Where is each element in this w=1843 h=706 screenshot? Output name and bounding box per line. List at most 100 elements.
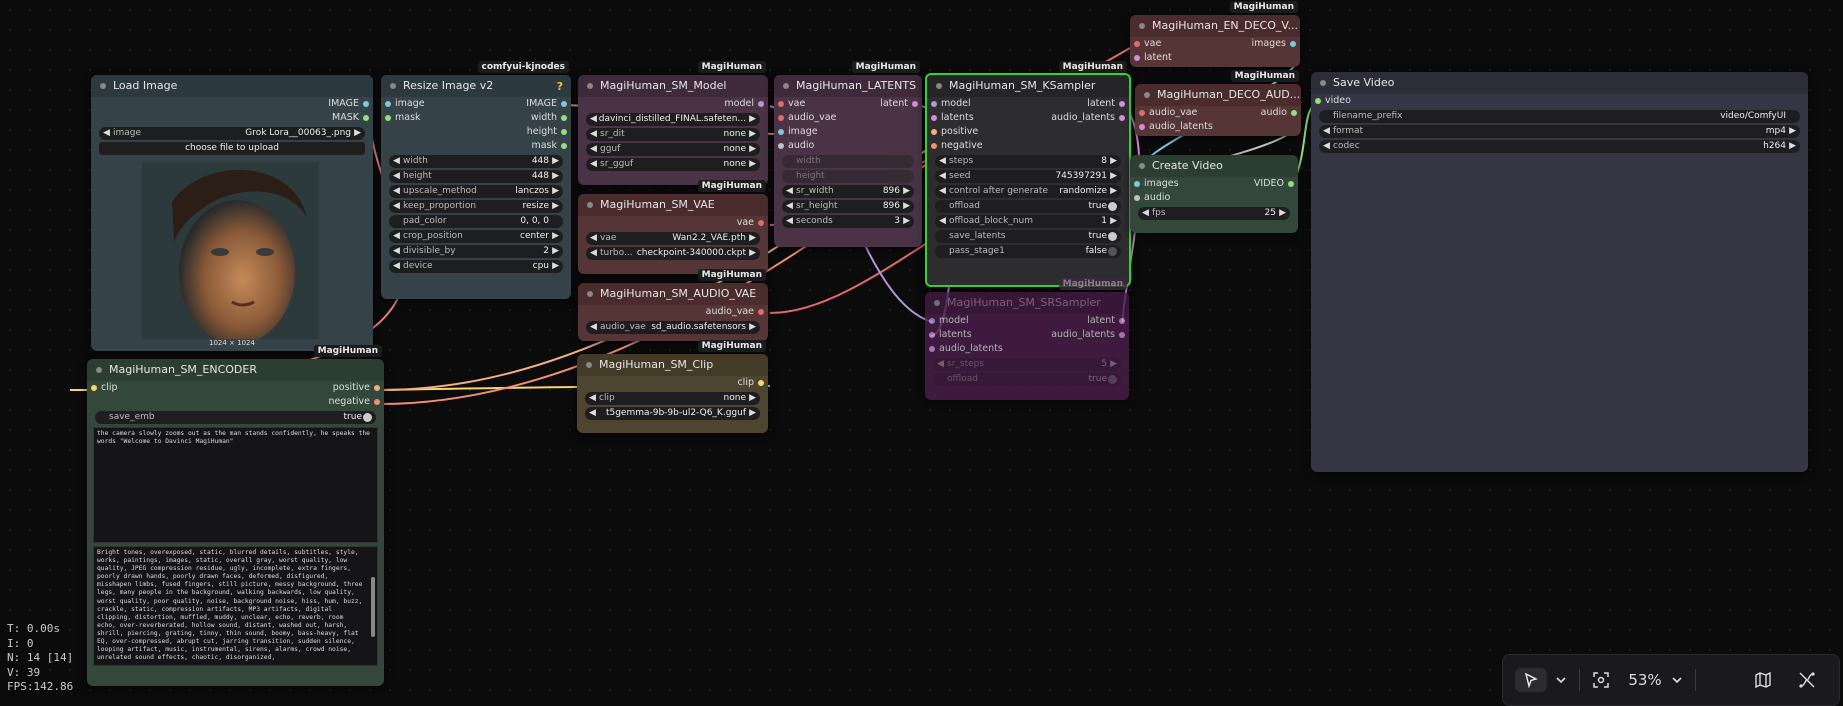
output-vae[interactable]: vae <box>578 216 768 230</box>
toggle-on-icon[interactable] <box>1108 375 1117 384</box>
input-dot[interactable] <box>778 115 784 121</box>
arrow-left-icon[interactable]: ◀ <box>393 246 400 256</box>
input-dot[interactable] <box>778 129 784 135</box>
arrow-left-icon[interactable]: ◀ <box>939 216 946 226</box>
output-dot[interactable] <box>1119 332 1125 338</box>
arrow-left-icon[interactable]: ◀ <box>590 248 597 258</box>
io-row[interactable]: audio <box>1130 191 1298 205</box>
arrow-left-icon[interactable]: ◀ <box>393 201 400 211</box>
arrow-right-icon[interactable]: ▶ <box>354 128 361 138</box>
node-title[interactable]: MagiHuman_LATENTS <box>774 75 922 97</box>
node-title[interactable]: MagiHuman_SM_Model <box>578 75 768 97</box>
output-dot[interactable] <box>561 115 567 121</box>
select-tool-button[interactable] <box>1515 668 1547 692</box>
io-row[interactable]: audio_vae <box>774 111 922 125</box>
toggle-on-icon[interactable] <box>1108 232 1117 241</box>
arrow-left-icon[interactable]: ◀ <box>393 186 400 196</box>
output-model[interactable]: model <box>578 97 768 111</box>
arrow-left-icon[interactable]: ◀ <box>786 216 793 226</box>
arrow-right-icon[interactable]: ▶ <box>552 231 559 241</box>
zoom-menu-button[interactable] <box>1667 668 1687 692</box>
arrow-right-icon[interactable]: ▶ <box>749 144 756 154</box>
arrow-right-icon[interactable]: ▶ <box>749 248 756 258</box>
arrow-right-icon[interactable]: ▶ <box>749 233 756 243</box>
positive-prompt-textarea[interactable]: the camera slowly zooms out as the man s… <box>93 427 378 543</box>
arrow-left-icon[interactable]: ◀ <box>937 359 944 369</box>
node-title[interactable]: MagiHuman_EN_DECO_V... <box>1130 15 1300 37</box>
io-row[interactable]: latent <box>1130 51 1300 65</box>
output-dot[interactable] <box>374 399 380 405</box>
toggle-on-icon[interactable] <box>1108 202 1117 211</box>
arrow-right-icon[interactable]: ▶ <box>1110 156 1117 166</box>
arrow-left-icon[interactable]: ◀ <box>939 171 946 181</box>
arrow-left-icon[interactable]: ◀ <box>1323 141 1330 151</box>
io-row[interactable]: audio_latents <box>925 342 1129 356</box>
node-title[interactable]: MagiHuman_SM_KSampler <box>927 75 1129 97</box>
output-dot[interactable] <box>363 101 369 107</box>
fit-view-button[interactable] <box>1587 668 1615 692</box>
output-dot[interactable] <box>561 129 567 135</box>
arrow-right-icon[interactable]: ▶ <box>552 156 559 166</box>
arrow-left-icon[interactable]: ◀ <box>393 261 400 271</box>
input-dot[interactable] <box>1134 41 1140 47</box>
node-sm-model[interactable]: MagiHuman MagiHuman_SM_Model model ◀davi… <box>578 61 768 185</box>
io-row[interactable]: height <box>381 125 571 139</box>
output-dot[interactable] <box>1119 318 1125 324</box>
input-dot[interactable] <box>931 101 937 107</box>
node-title[interactable]: Create Video <box>1130 155 1298 177</box>
node-title[interactable]: MagiHuman_SM_ENCODER <box>87 359 384 381</box>
output-dot[interactable] <box>912 101 918 107</box>
output-dot[interactable] <box>758 101 764 107</box>
arrow-right-icon[interactable]: ▶ <box>749 322 756 332</box>
output-dot[interactable] <box>1119 115 1125 121</box>
arrow-left-icon[interactable]: ◀ <box>590 233 597 243</box>
node-deco-audio[interactable]: MagiHuman MagiHuman_DECO_AUD... audio_va… <box>1135 70 1301 136</box>
arrow-left-icon[interactable]: ◀ <box>590 129 597 139</box>
arrow-right-icon[interactable]: ▶ <box>1789 126 1796 136</box>
output-audio-vae[interactable]: audio_vae <box>578 305 768 319</box>
arrow-left-icon[interactable]: ◀ <box>590 159 597 169</box>
scrollbar[interactable] <box>371 577 375 637</box>
arrow-left-icon[interactable]: ◀ <box>1142 208 1149 218</box>
node-sm-audio-vae[interactable]: MagiHuman MagiHuman_SM_AUDIO_VAE audio_v… <box>578 269 768 341</box>
output-dot[interactable] <box>1290 41 1296 47</box>
input-dot[interactable] <box>91 385 97 391</box>
input-dot[interactable] <box>931 115 937 121</box>
arrow-right-icon[interactable]: ▶ <box>749 159 756 169</box>
negative-prompt-textarea[interactable]: Bright tones, overexposed, static, blurr… <box>93 546 378 666</box>
input-dot[interactable] <box>929 332 935 338</box>
help-icon[interactable]: ? <box>556 80 563 93</box>
arrow-right-icon[interactable]: ▶ <box>903 201 910 211</box>
arrow-right-icon[interactable]: ▶ <box>1279 208 1286 218</box>
arrow-left-icon[interactable]: ◀ <box>103 128 110 138</box>
input-dot[interactable] <box>1139 124 1145 130</box>
output-dot[interactable] <box>374 385 380 391</box>
input-dot[interactable] <box>931 129 937 135</box>
arrow-right-icon[interactable]: ▶ <box>903 186 910 196</box>
arrow-left-icon[interactable]: ◀ <box>786 201 793 211</box>
